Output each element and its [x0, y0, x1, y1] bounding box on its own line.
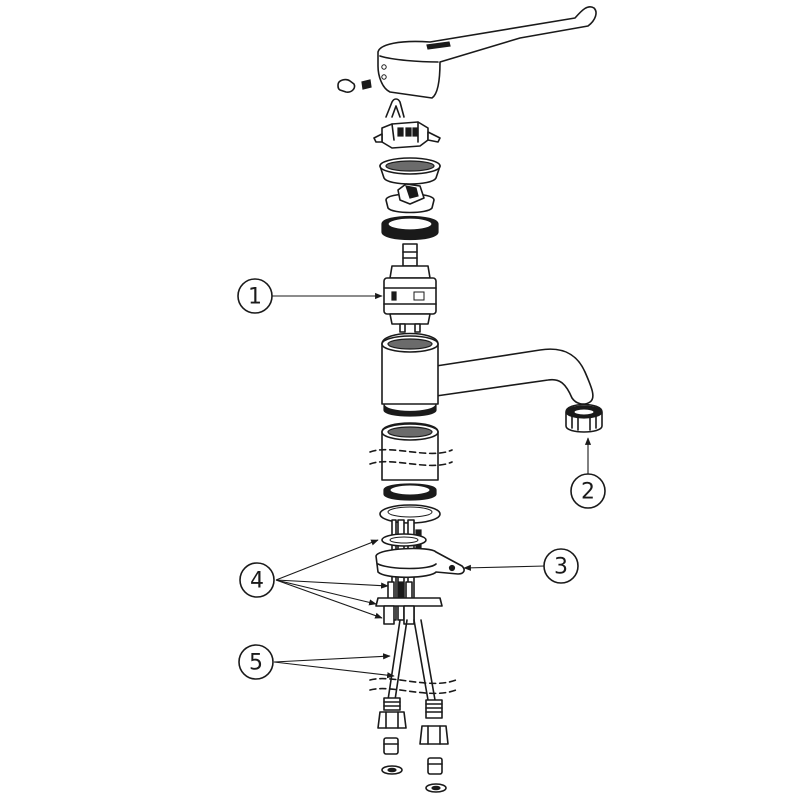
o-ring-upper: [383, 483, 437, 501]
set-screw: [337, 78, 372, 93]
lever-adapter: [373, 121, 441, 149]
callout-5-label: 5: [249, 651, 263, 676]
leader-lines: [272, 292, 592, 679]
cartridge-nut: [381, 215, 439, 241]
threaded-stud-assembly: [375, 581, 443, 625]
callout-3-label: 3: [554, 555, 568, 580]
hose-fitting-right: [419, 699, 449, 745]
seal-washer-left: [381, 765, 403, 775]
compression-nut-left: [383, 737, 399, 755]
flexible-hoses: [369, 619, 457, 701]
lever-handle: [377, 5, 597, 99]
cover-cap: [379, 157, 441, 185]
callout-3: 3: [543, 548, 579, 584]
fixing-bracket: [375, 547, 465, 579]
faucet-body: [381, 332, 594, 417]
temperature-limiter: [385, 183, 435, 214]
callout-2: 2: [570, 473, 606, 509]
callout-4: 4: [239, 562, 275, 598]
callout-2-label: 2: [581, 480, 595, 505]
callout-4-label: 4: [250, 569, 264, 594]
compression-nut-right: [427, 757, 443, 775]
lower-body-sleeve: [369, 422, 453, 481]
callout-1-label: 1: [248, 285, 262, 310]
gasket-ring: [381, 533, 427, 547]
callout-5: 5: [238, 644, 274, 680]
callout-1: 1: [237, 278, 273, 314]
aerator: [565, 403, 603, 433]
mixing-cartridge: [383, 243, 437, 333]
hose-fitting-left: [377, 697, 407, 729]
retaining-clip: [385, 98, 405, 118]
seal-washer-right: [425, 783, 447, 793]
